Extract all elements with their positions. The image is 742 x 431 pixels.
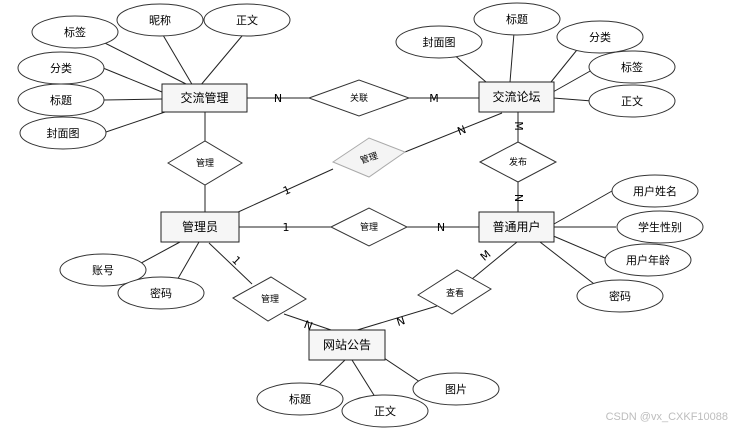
card-admin-forum: 1: [281, 183, 292, 198]
attr-exchange-cover: 封面图: [19, 116, 107, 150]
attr-forum-title: 标题: [473, 2, 561, 36]
attr-forum-tags-label: 标签: [621, 60, 643, 74]
relation-manage-user: 管理: [329, 207, 409, 247]
attr-admin-password-label: 密码: [150, 286, 172, 300]
attr-exchange-category: 分类: [17, 51, 105, 85]
card-forum-publish: M: [512, 121, 525, 131]
relation-manage-notice-label: 管理: [261, 293, 279, 305]
attr-forum-body-label: 正文: [621, 94, 643, 108]
cardinality-labels: N M N 1 M N 1 N 1 N M N: [229, 92, 525, 333]
attr-notice-body-label: 正文: [374, 404, 396, 418]
relation-manage-exchange-label: 管理: [196, 157, 214, 169]
attr-notice-body: 正文: [341, 394, 429, 428]
relation-manage-exchange: 管理: [167, 140, 243, 186]
attr-exchange-cover-label: 封面图: [47, 126, 80, 140]
card-link-left: N: [274, 92, 282, 105]
attr-forum-title-label: 标题: [506, 12, 528, 26]
attr-user-gender: 学生性别: [616, 210, 704, 244]
attr-notice-image: 图片: [412, 372, 500, 406]
card-notice-user: N: [395, 314, 407, 329]
relation-manage-notice: 管理: [232, 276, 307, 322]
attr-admin-account: 账号: [59, 253, 147, 287]
entity-notice: 网站公告: [308, 329, 386, 361]
attr-forum-cover-label: 封面图: [423, 35, 456, 49]
attr-admin-account-label: 账号: [92, 264, 114, 277]
attr-exchange-tags: 标签: [31, 15, 119, 49]
relation-publish-label: 发布: [509, 156, 527, 168]
entity-user-label: 普通用户: [492, 219, 540, 234]
entity-forum-label: 交流论坛: [492, 89, 540, 104]
attr-notice-image-label: 图片: [445, 383, 467, 396]
attr-user-age: 用户年龄: [604, 243, 692, 277]
relation-manage-user-label: 管理: [360, 221, 378, 233]
relation-link: 关联: [307, 79, 411, 117]
entity-admin: 管理员: [160, 211, 240, 243]
relation-publish: 发布: [478, 141, 558, 183]
attr-exchange-title-label: 标题: [50, 93, 72, 107]
card-forum-admin: N: [456, 123, 469, 138]
attr-user-name: 用户姓名: [611, 174, 699, 208]
attr-exchange-nickname: 昵称: [116, 3, 204, 37]
relation-view: 查看: [417, 269, 492, 315]
entity-user: 普通用户: [478, 211, 555, 243]
entity-forum: 交流论坛: [478, 81, 555, 113]
relation-view-label: 查看: [446, 287, 464, 299]
attr-forum-body: 正文: [588, 84, 676, 118]
attr-user-name-label: 用户姓名: [633, 184, 677, 198]
attr-forum-cover: 封面图: [395, 25, 483, 59]
attr-notice-title-label: 标题: [289, 392, 311, 406]
attr-user-gender-label: 学生性别: [638, 220, 682, 234]
card-admin-user: 1: [283, 221, 290, 234]
attr-user-age-label: 用户年龄: [626, 253, 670, 267]
card-link-right: M: [429, 92, 439, 105]
attr-admin-password: 密码: [117, 276, 205, 310]
card-user-admin: N: [437, 221, 445, 234]
attr-exchange-body-label: 正文: [236, 13, 258, 27]
card-user-notice: M: [478, 248, 494, 264]
attr-user-password: 密码: [576, 279, 664, 313]
entity-admin-label: 管理员: [182, 219, 218, 234]
attr-notice-title: 标题: [256, 382, 344, 416]
attr-exchange-body: 正文: [203, 3, 291, 37]
watermark: CSDN @vx_CXKF10088: [605, 411, 728, 423]
card-admin-notice: 1: [229, 254, 243, 268]
attr-forum-category-label: 分类: [589, 30, 611, 44]
entity-exchange-mgmt-label: 交流管理: [180, 90, 228, 105]
attr-exchange-tags-label: 标签: [64, 25, 86, 39]
entity-notice-label: 网站公告: [323, 338, 371, 352]
edges: [84, 29, 616, 401]
entity-exchange-mgmt: 交流管理: [161, 83, 248, 113]
card-user-publish: N: [512, 194, 525, 202]
relation-link-label: 关联: [350, 92, 368, 104]
attr-exchange-title: 标题: [17, 83, 105, 117]
attr-user-password-label: 密码: [609, 289, 631, 303]
attr-exchange-category-label: 分类: [50, 61, 72, 75]
attr-exchange-nickname-label: 昵称: [149, 13, 171, 27]
attr-forum-category: 分类: [556, 20, 644, 54]
relation-manage-forum: 管理: [331, 137, 407, 178]
attr-forum-tags: 标签: [588, 50, 676, 84]
